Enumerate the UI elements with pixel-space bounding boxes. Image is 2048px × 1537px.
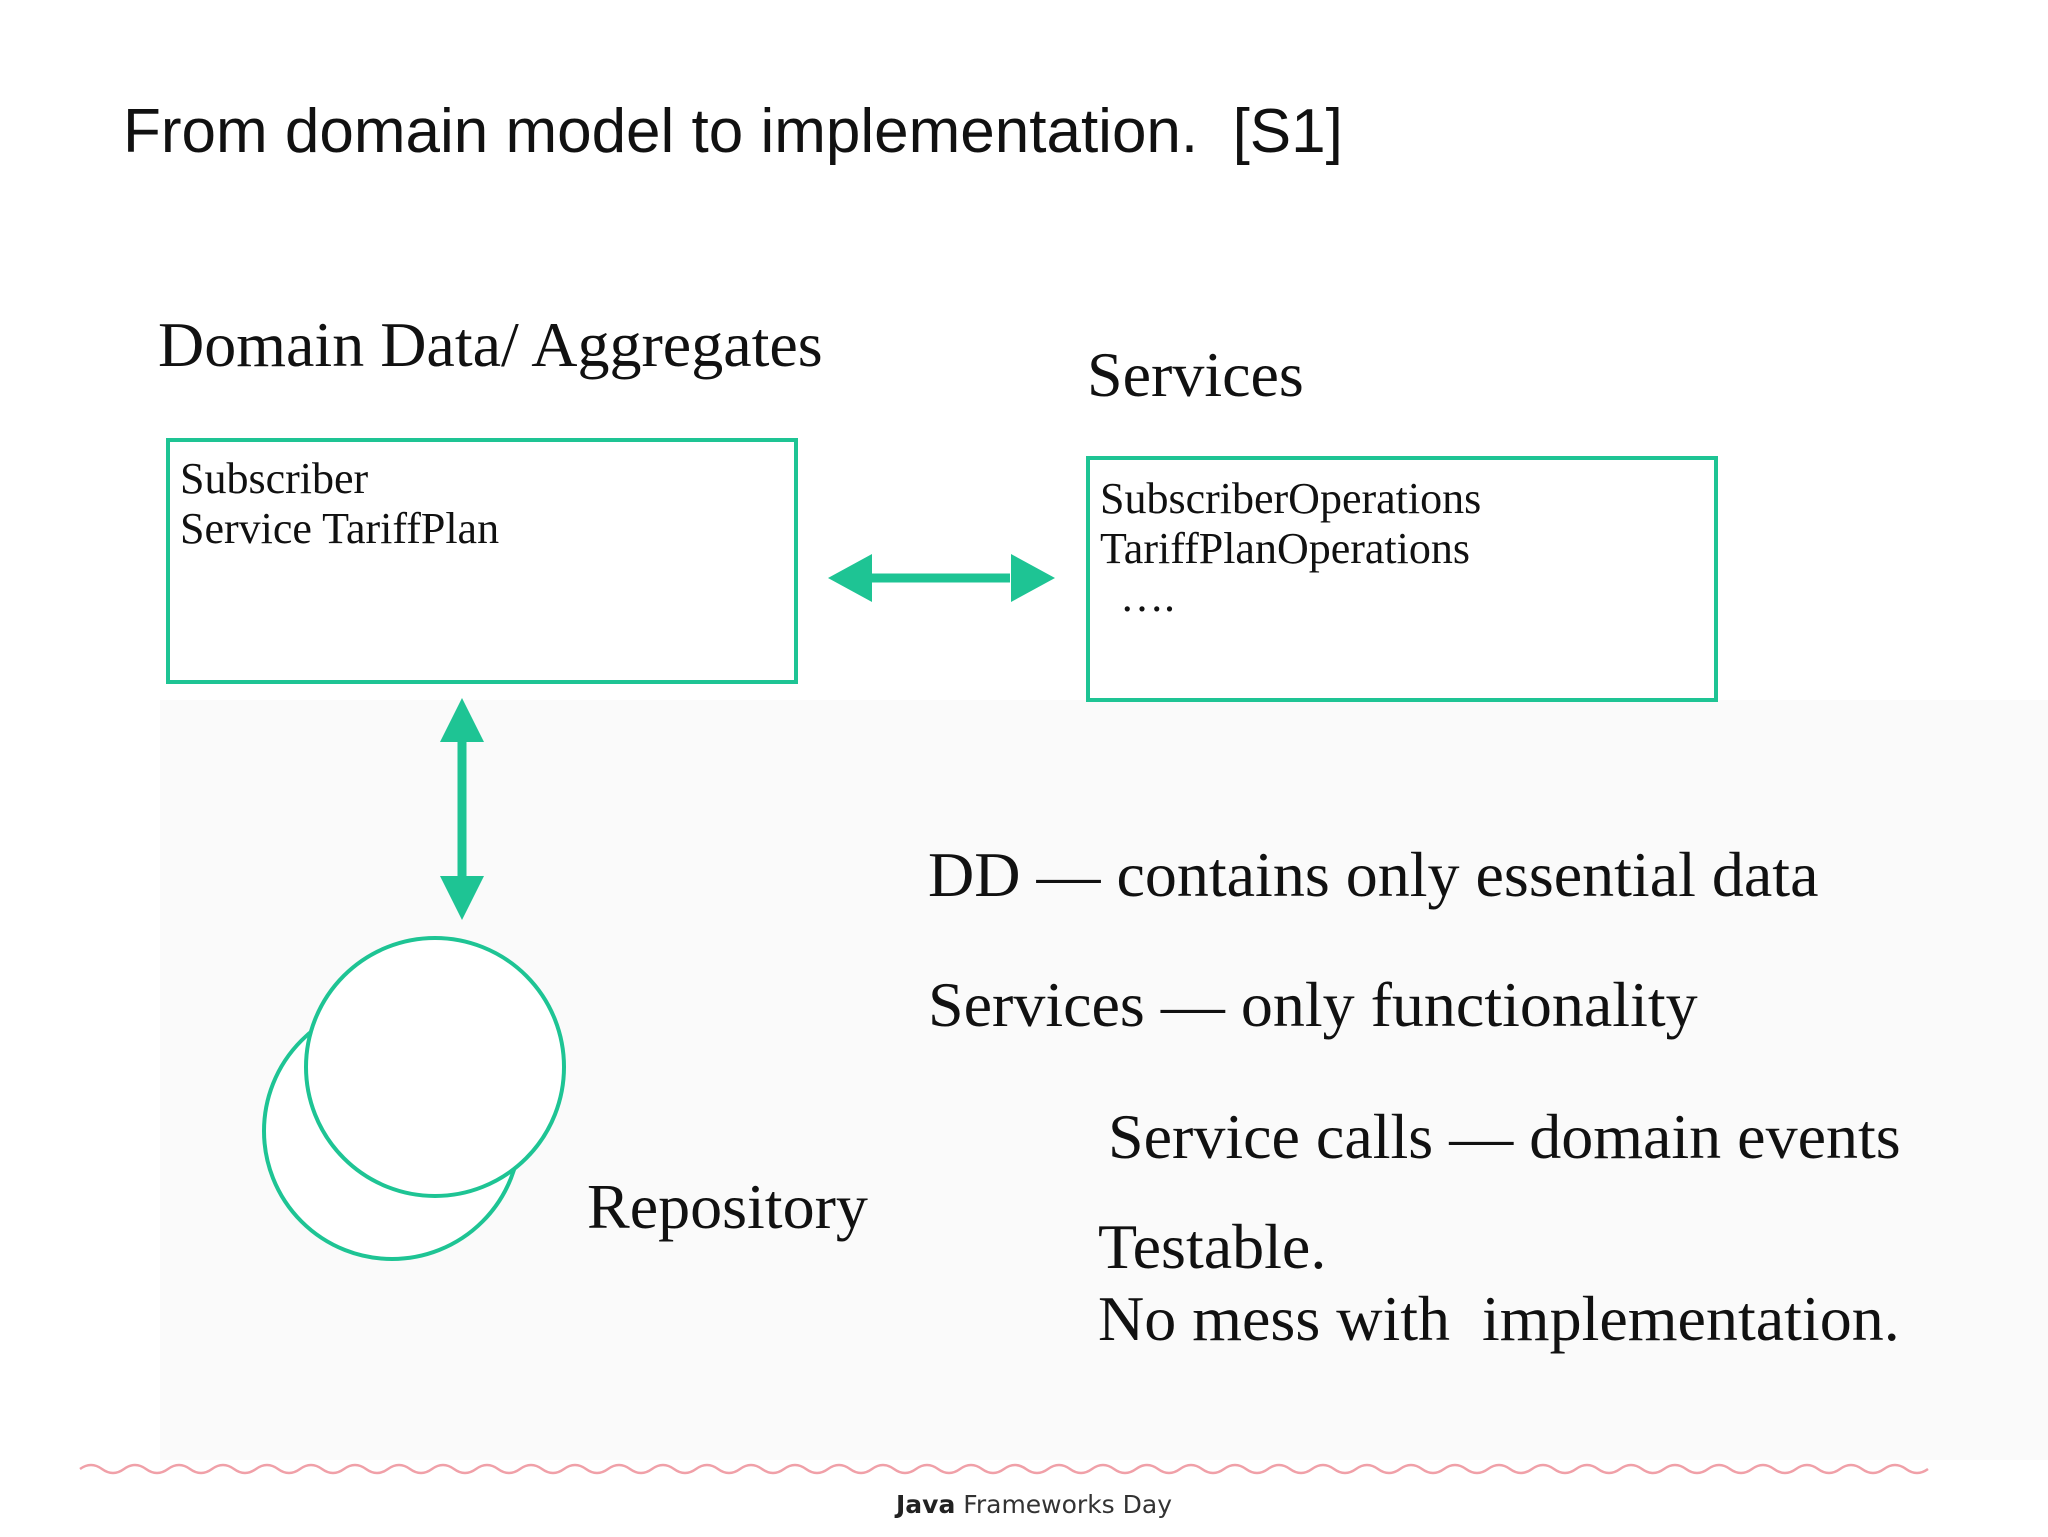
services-heading: Services bbox=[1087, 339, 1304, 410]
domain-data-item: Service TariffPlan bbox=[180, 504, 500, 553]
domain-data-box: Subscriber Service TariffPlan bbox=[166, 438, 798, 684]
domain-data-heading: Domain Data/ Aggregates bbox=[158, 309, 823, 380]
footer-brand-bold: Java bbox=[896, 1490, 956, 1519]
services-item-ellipsis: …. bbox=[1120, 572, 1175, 621]
statement-service-calls: Service calls — domain events bbox=[1108, 1101, 1901, 1172]
vertical-double-arrow-icon bbox=[440, 698, 484, 920]
statement-dd: DD — contains only essential data bbox=[928, 839, 1819, 910]
footer-brand-logo: Java Frameworks Day bbox=[896, 1490, 1172, 1519]
footer-brand-rest: Frameworks Day bbox=[955, 1490, 1173, 1519]
services-item: TariffPlanOperations bbox=[1100, 524, 1471, 573]
statement-services: Services — only functionality bbox=[928, 969, 1698, 1040]
statement-testable: Testable. bbox=[1098, 1211, 1327, 1282]
repository-label: Repository bbox=[587, 1171, 868, 1242]
horizontal-double-arrow-icon bbox=[828, 554, 1055, 602]
services-item: SubscriberOperations bbox=[1100, 474, 1482, 523]
repository-cylinder-icon bbox=[262, 936, 566, 1261]
slide-title: From domain model to implementation. [S1… bbox=[123, 97, 1343, 166]
statement-no-mess: No mess with implementation. bbox=[1098, 1283, 1900, 1354]
footer-wavy-divider bbox=[79, 1463, 1929, 1475]
services-box: SubscriberOperations TariffPlanOperation… bbox=[1086, 456, 1718, 702]
domain-data-item: Subscriber bbox=[180, 454, 369, 503]
